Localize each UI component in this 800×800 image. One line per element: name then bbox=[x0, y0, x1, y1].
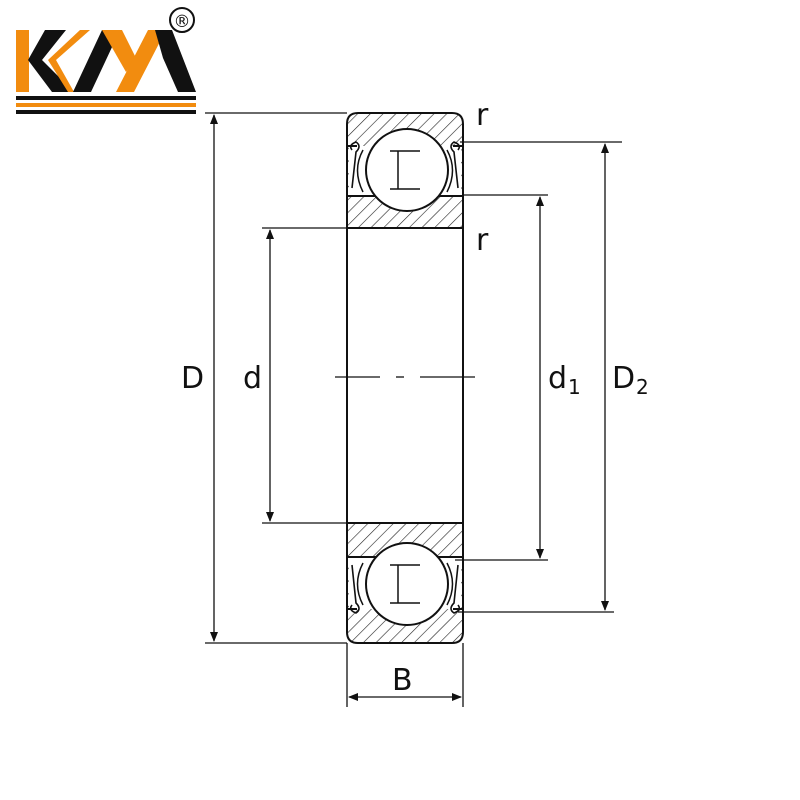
kyx-logo: ® bbox=[16, 7, 196, 114]
label-d: d bbox=[243, 361, 262, 396]
label-r-bottom: r bbox=[476, 223, 489, 258]
bearing-top-section bbox=[346, 112, 464, 229]
label-D2: D bbox=[612, 361, 635, 396]
dimension-lines bbox=[205, 112, 622, 707]
label-d1-subscript: 1 bbox=[568, 375, 581, 399]
label-B: B bbox=[392, 663, 413, 698]
label-D2-subscript: 2 bbox=[636, 375, 649, 399]
bore-lines bbox=[346, 228, 464, 523]
label-r-top: r bbox=[476, 98, 489, 133]
bearing-bottom-section bbox=[346, 522, 464, 644]
registered-mark: ® bbox=[174, 12, 191, 32]
label-D: D bbox=[181, 361, 204, 396]
label-d1: d bbox=[548, 361, 567, 396]
